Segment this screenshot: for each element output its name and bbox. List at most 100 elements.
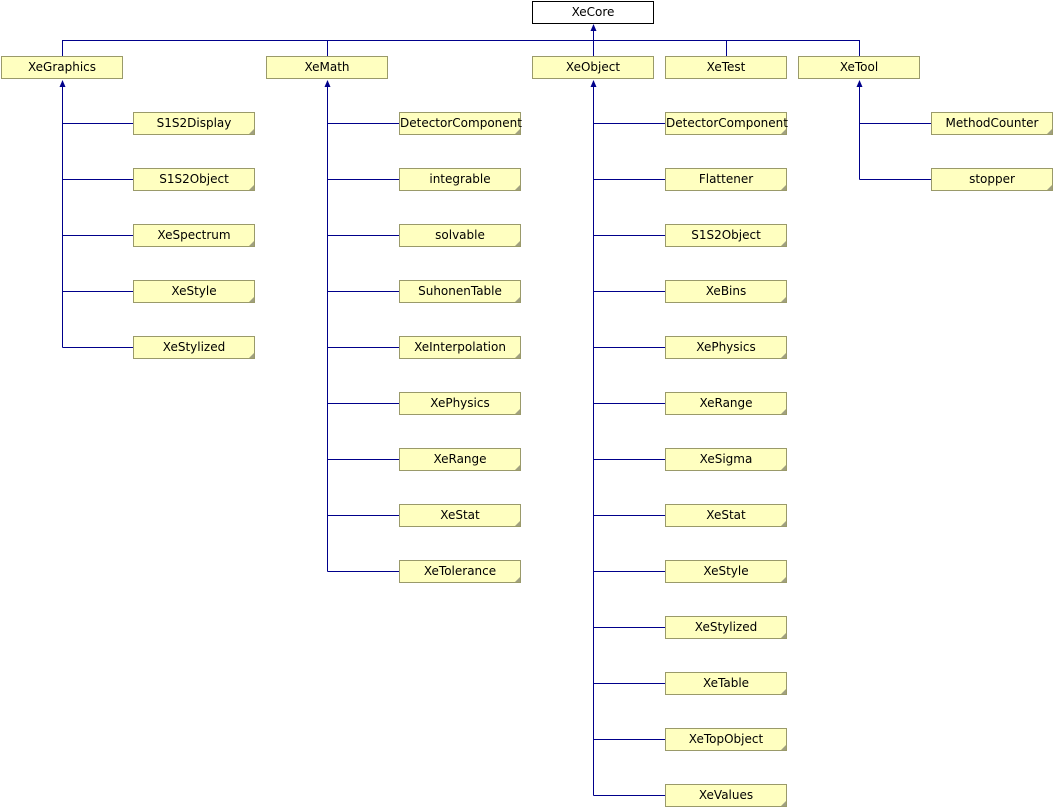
- node-xestyle[interactable]: XeStyle: [133, 280, 255, 303]
- node-label: MethodCounter: [945, 116, 1039, 130]
- node-label: XeStat: [706, 508, 746, 522]
- node-xebins[interactable]: XeBins: [665, 280, 787, 303]
- fold-corner-icon: [781, 801, 786, 806]
- fold-corner-icon: [515, 297, 520, 302]
- fold-corner-icon: [249, 185, 254, 190]
- fold-corner-icon: [1047, 129, 1052, 134]
- node-label: XeStat: [440, 508, 480, 522]
- node-stopper[interactable]: stopper: [931, 168, 1053, 191]
- fold-corner-icon: [515, 241, 520, 246]
- node-xestat[interactable]: XeStat: [399, 504, 521, 527]
- inheritance-arrow-icon: [856, 80, 863, 87]
- node-xestylized[interactable]: XeStylized: [133, 336, 255, 359]
- node-label: XeRange: [699, 396, 753, 410]
- node-label: XeStyle: [171, 284, 217, 298]
- node-xeinterpolation[interactable]: XeInterpolation: [399, 336, 521, 359]
- node-xetolerance[interactable]: XeTolerance: [399, 560, 521, 583]
- node-label: XeStylized: [694, 620, 758, 634]
- fold-corner-icon: [249, 241, 254, 246]
- node-label: XeMath: [304, 60, 350, 74]
- node-label: XeRange: [433, 452, 487, 466]
- fold-corner-icon: [781, 689, 786, 694]
- node-xetopobject[interactable]: XeTopObject: [665, 728, 787, 751]
- fold-corner-icon: [1047, 185, 1052, 190]
- node-label: XeSigma: [699, 452, 753, 466]
- fold-corner-icon: [249, 129, 254, 134]
- node-s1s2display[interactable]: S1S2Display: [133, 112, 255, 135]
- fold-corner-icon: [781, 409, 786, 414]
- node-label: S1S2Display: [156, 116, 232, 130]
- node-xephysics[interactable]: XePhysics: [665, 336, 787, 359]
- node-s1s2object[interactable]: S1S2Object: [133, 168, 255, 191]
- node-label: XeBins: [705, 284, 747, 298]
- node-xetool[interactable]: XeTool: [798, 56, 920, 79]
- node-methodcounter[interactable]: MethodCounter: [931, 112, 1053, 135]
- node-label: XeInterpolation: [414, 340, 506, 354]
- node-label: XeTolerance: [423, 564, 497, 578]
- node-s1s2object[interactable]: S1S2Object: [665, 224, 787, 247]
- fold-corner-icon: [515, 353, 520, 358]
- inheritance-arrow-icon: [59, 80, 66, 87]
- node-xephysics[interactable]: XePhysics: [399, 392, 521, 415]
- node-label: XePhysics: [430, 396, 490, 410]
- fold-corner-icon: [249, 353, 254, 358]
- node-label: Flattener: [698, 172, 754, 186]
- node-label: XeStyle: [703, 564, 749, 578]
- node-label: DetectorComponent: [400, 116, 522, 130]
- node-xerange[interactable]: XeRange: [399, 448, 521, 471]
- node-label: DetectorComponent: [666, 116, 788, 130]
- fold-corner-icon: [781, 465, 786, 470]
- fold-corner-icon: [781, 745, 786, 750]
- node-label: XeGraphics: [27, 60, 97, 74]
- fold-corner-icon: [515, 521, 520, 526]
- fold-corner-icon: [781, 297, 786, 302]
- node-xestyle[interactable]: XeStyle: [665, 560, 787, 583]
- node-xesigma[interactable]: XeSigma: [665, 448, 787, 471]
- node-label: SuhonenTable: [418, 284, 502, 298]
- inheritance-arrow-icon: [590, 24, 597, 31]
- node-label: XeTool: [839, 60, 879, 74]
- node-xestylized[interactable]: XeStylized: [665, 616, 787, 639]
- node-detectorcomponent[interactable]: DetectorComponent: [665, 112, 788, 135]
- node-label: XeTable: [702, 676, 750, 690]
- node-xemath[interactable]: XeMath: [266, 56, 388, 79]
- node-xespectrum[interactable]: XeSpectrum: [133, 224, 255, 247]
- node-xetest[interactable]: XeTest: [665, 56, 787, 79]
- inheritance-arrow-icon: [324, 80, 331, 87]
- node-label: XeStylized: [162, 340, 226, 354]
- fold-corner-icon: [249, 297, 254, 302]
- fold-corner-icon: [781, 353, 786, 358]
- node-label: S1S2Object: [691, 228, 761, 242]
- node-suhonentable[interactable]: SuhonenTable: [399, 280, 521, 303]
- node-label: XeTopObject: [688, 732, 764, 746]
- node-label: solvable: [435, 228, 485, 242]
- fold-corner-icon: [781, 521, 786, 526]
- node-xeobject[interactable]: XeObject: [532, 56, 654, 79]
- fold-corner-icon: [781, 129, 786, 134]
- fold-corner-icon: [515, 577, 520, 582]
- fold-corner-icon: [515, 409, 520, 414]
- node-label: XeObject: [565, 60, 621, 74]
- fold-corner-icon: [781, 633, 786, 638]
- node-integrable[interactable]: integrable: [399, 168, 521, 191]
- node-solvable[interactable]: solvable: [399, 224, 521, 247]
- node-label: stopper: [969, 172, 1015, 186]
- node-flattener[interactable]: Flattener: [665, 168, 787, 191]
- node-detectorcomponent[interactable]: DetectorComponent: [399, 112, 522, 135]
- node-label: XeTest: [706, 60, 746, 74]
- inheritance-arrow-icon: [590, 80, 597, 87]
- node-xerange[interactable]: XeRange: [665, 392, 787, 415]
- fold-corner-icon: [515, 185, 520, 190]
- node-xestat[interactable]: XeStat: [665, 504, 787, 527]
- node-xetable[interactable]: XeTable: [665, 672, 787, 695]
- node-label: XePhysics: [696, 340, 756, 354]
- node-xevalues[interactable]: XeValues: [665, 784, 787, 807]
- node-label: XeValues: [698, 788, 754, 802]
- fold-corner-icon: [515, 465, 520, 470]
- node-label: integrable: [429, 172, 491, 186]
- node-xecore[interactable]: XeCore: [532, 1, 654, 24]
- fold-corner-icon: [781, 185, 786, 190]
- node-xegraphics[interactable]: XeGraphics: [1, 56, 123, 79]
- node-label: S1S2Object: [159, 172, 229, 186]
